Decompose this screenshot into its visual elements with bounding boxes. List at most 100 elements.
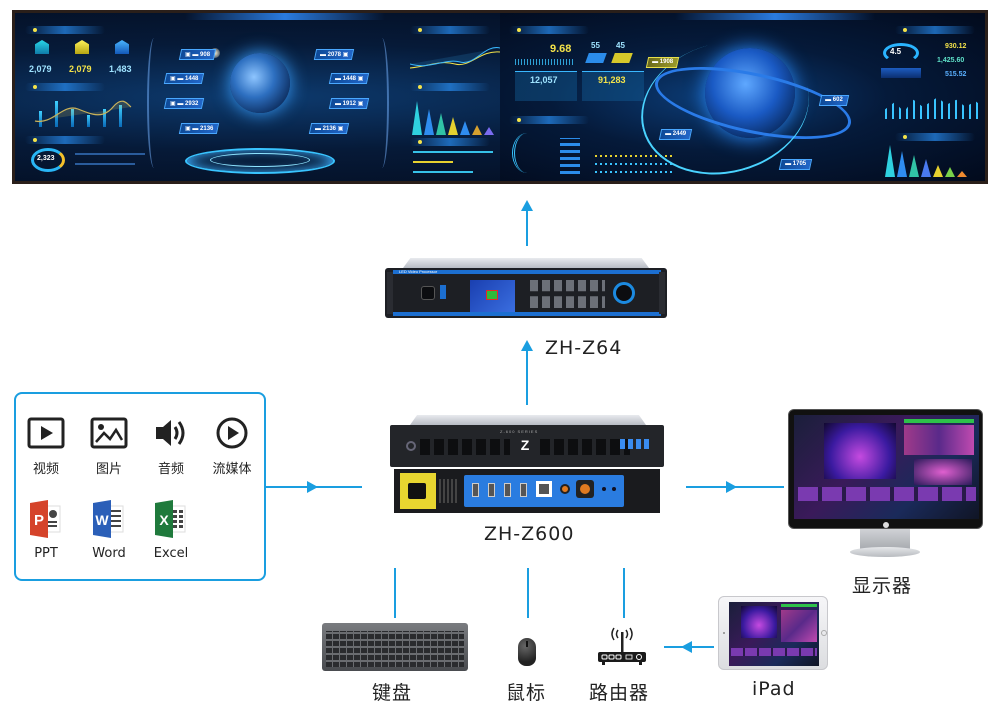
spike — [484, 127, 494, 135]
source-label: 视频 — [32, 462, 59, 477]
monitor-image — [788, 409, 983, 559]
globe-tag: ▣ ▬ 1448 — [163, 73, 205, 84]
source-video: 视频 — [16, 416, 76, 477]
spike — [412, 101, 422, 135]
device-rear — [394, 469, 660, 513]
stat-value: 91,283 — [598, 75, 626, 85]
router-label: 路由器 — [589, 682, 650, 704]
arrow-right-icon — [307, 481, 318, 493]
donut-value: 2,323 — [37, 155, 55, 162]
bar-line-chart — [33, 95, 133, 127]
spike — [448, 117, 458, 135]
blue-trim-bottom — [393, 312, 661, 316]
screen-preview — [914, 459, 972, 485]
stat-value: 2,079 — [29, 64, 52, 74]
panel-title — [410, 26, 490, 34]
controller-device-image: Z-600 SERIES Z — [388, 415, 666, 519]
router-image — [596, 622, 648, 668]
panel-title — [895, 26, 975, 34]
source-word: W Word — [79, 500, 139, 561]
pct-block — [611, 53, 633, 63]
controller-label: ZH-Z600 — [484, 523, 575, 545]
brand-text: LED Video Processor — [399, 269, 438, 274]
svg-text:W: W — [95, 512, 109, 528]
progress-line — [413, 171, 473, 173]
globe-tag: ▬ 2078 ▣ — [313, 49, 355, 60]
panel-title — [25, 26, 105, 34]
globe-tag: ▬ 2136 ▣ — [308, 123, 350, 134]
stream-play-icon — [216, 417, 248, 449]
ring-base — [881, 68, 921, 78]
globe-tag: ▬ 2449 — [658, 129, 693, 140]
keyboard-image — [322, 623, 468, 671]
power-switch — [421, 286, 435, 300]
spike — [933, 165, 943, 177]
rotary-knob — [613, 282, 635, 304]
stat-value: 12,057 — [530, 75, 558, 85]
dc-port — [576, 480, 594, 498]
platform-ring — [185, 148, 335, 174]
image-icon — [90, 417, 128, 449]
vent — [439, 479, 457, 503]
screen-logo — [486, 290, 498, 300]
panel-title — [509, 26, 589, 34]
info-line — [75, 163, 135, 165]
io-panel — [464, 475, 624, 507]
chart-bar — [55, 101, 58, 127]
device-top — [403, 258, 649, 268]
screen-preview — [824, 423, 896, 479]
device-front: Z-600 SERIES Z — [390, 425, 664, 467]
side-value: 930.12 — [945, 43, 967, 50]
z-logo: Z — [520, 437, 530, 453]
spike — [460, 121, 470, 135]
source-image: 图片 — [79, 416, 139, 477]
chart-bar — [119, 105, 122, 127]
gauge-bars — [560, 138, 580, 174]
arc-right — [375, 38, 389, 168]
trend-line — [34, 100, 132, 122]
panel-title — [410, 83, 490, 91]
ipad-label: iPad — [752, 678, 796, 700]
port — [488, 483, 495, 497]
screen-preview — [904, 425, 974, 455]
keyboard-keys — [326, 631, 464, 667]
side-value: 515.52 — [945, 71, 967, 78]
ring-gauge — [883, 43, 919, 63]
globe-tag: ▬ 1912 ▣ — [328, 98, 370, 109]
stat-value: 1,483 — [109, 64, 132, 74]
spike — [909, 155, 919, 177]
spike — [921, 159, 931, 177]
ring-value: 4.5 — [890, 47, 902, 56]
panel-title — [509, 116, 589, 124]
screen-bar — [904, 419, 974, 423]
progress-line — [413, 151, 493, 153]
indicator — [440, 285, 446, 299]
spike-chart — [410, 95, 500, 135]
globe-tag: ▬ 602 — [818, 95, 849, 106]
arrow-left-icon — [681, 641, 692, 653]
pct-value: 45 — [616, 41, 625, 50]
source-label: Word — [92, 546, 126, 561]
processor-label: ZH-Z64 — [545, 337, 623, 359]
blue-trim-top — [393, 270, 661, 274]
arc-left — [147, 38, 161, 168]
globe-tag: ▣ ▬ 2136 — [178, 123, 220, 134]
globe-tag: ▣ ▬ 2932 — [163, 98, 205, 109]
port — [520, 483, 527, 497]
dot-line — [595, 155, 675, 157]
source-streaming: 流媒体 — [202, 416, 262, 477]
keyboard-label: 键盘 — [372, 682, 413, 704]
video-play-icon — [27, 417, 65, 449]
screen-timeline — [731, 648, 817, 656]
ipad-image — [718, 596, 828, 670]
ethernet-port — [536, 481, 552, 497]
big-value: 9.68 — [550, 43, 572, 55]
powerpoint-icon: P — [30, 500, 61, 538]
screen-preview — [741, 606, 777, 638]
svg-text:X: X — [159, 512, 169, 528]
arrow-right-icon — [726, 481, 737, 493]
spike — [897, 151, 907, 177]
level-icon — [35, 40, 49, 54]
globe-tag: ▬ 1448 ▣ — [328, 73, 370, 84]
monitor-screen — [794, 415, 979, 519]
